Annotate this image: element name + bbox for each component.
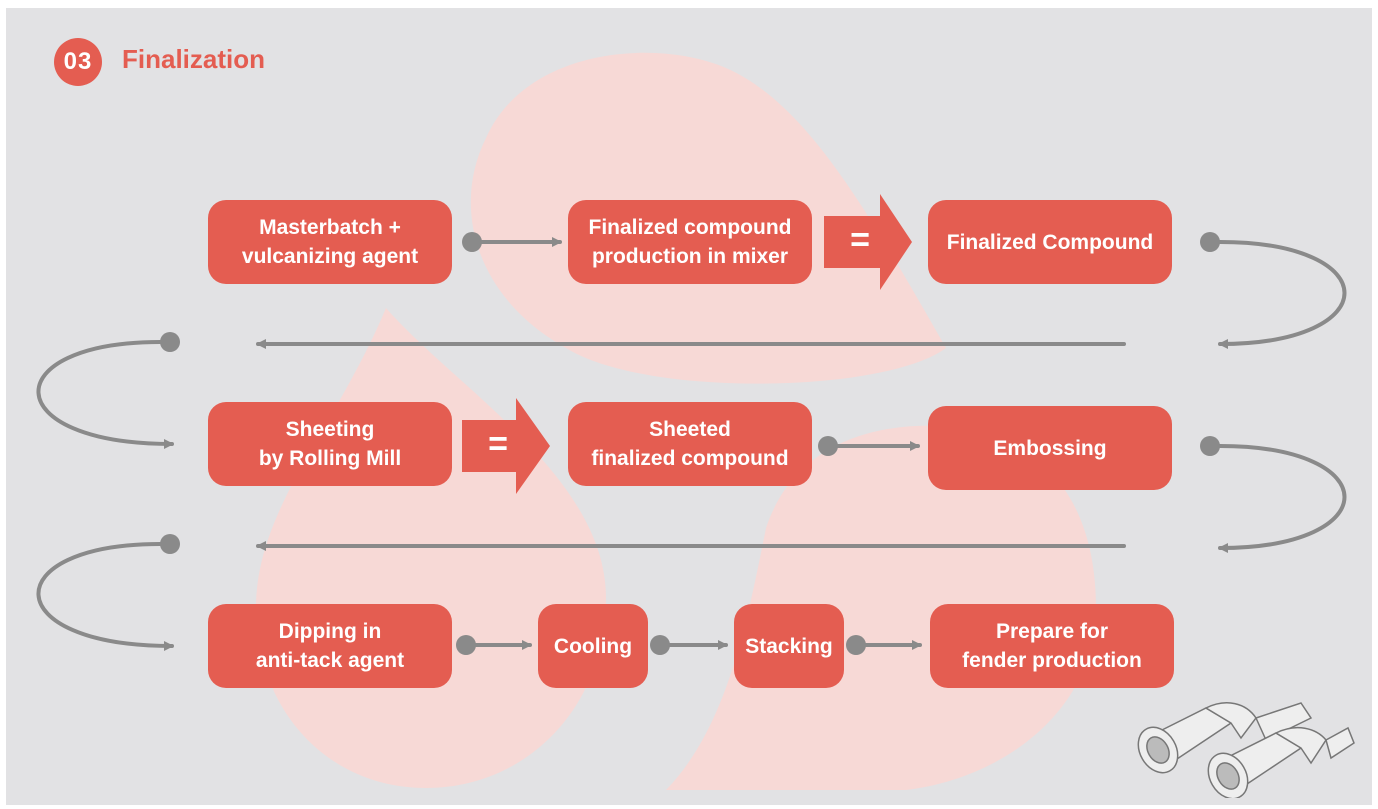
equals-symbol: =	[488, 425, 508, 463]
page-title: Finalization	[122, 44, 265, 74]
node-finalized-compound: Finalized Compound	[928, 200, 1172, 284]
connector-dot	[160, 332, 180, 352]
node-finalized-production: Finalized compound production in mixer	[568, 200, 812, 284]
connector-loop-right-1	[1218, 240, 1347, 349]
connector-dot	[456, 635, 476, 655]
connector-dot	[1200, 232, 1220, 252]
equals-arrow-2	[462, 398, 550, 494]
connector-dot	[650, 635, 670, 655]
connector-dot	[818, 436, 838, 456]
connector-loop-left-2	[36, 542, 174, 651]
connector-dot	[1200, 436, 1220, 456]
equals-symbol: =	[850, 221, 870, 259]
node-sheeted: Sheeted finalized compound	[568, 402, 812, 486]
connectors	[36, 232, 1347, 655]
connector-dot	[462, 232, 482, 252]
connector-dot	[846, 635, 866, 655]
node-dipping: Dipping in anti-tack agent	[208, 604, 452, 688]
step-number-badge: 03	[54, 38, 102, 86]
connector-loop-right-2	[1218, 444, 1347, 553]
equals-arrow-1	[824, 194, 912, 290]
diagram-canvas: 03 Finalization = = Masterbatch + vulcan…	[6, 8, 1372, 805]
connector-loop-left-1	[36, 340, 174, 449]
blob-right	[666, 425, 1096, 790]
node-sheeting: Sheeting by Rolling Mill	[208, 402, 452, 486]
node-cooling: Cooling	[538, 604, 648, 688]
connector-dot	[160, 534, 180, 554]
node-stacking: Stacking	[734, 604, 844, 688]
node-masterbatch: Masterbatch + vulcanizing agent	[208, 200, 452, 284]
fender-illustration-icon	[1137, 702, 1355, 798]
node-prepare: Prepare for fender production	[930, 604, 1174, 688]
node-embossing: Embossing	[928, 406, 1172, 490]
